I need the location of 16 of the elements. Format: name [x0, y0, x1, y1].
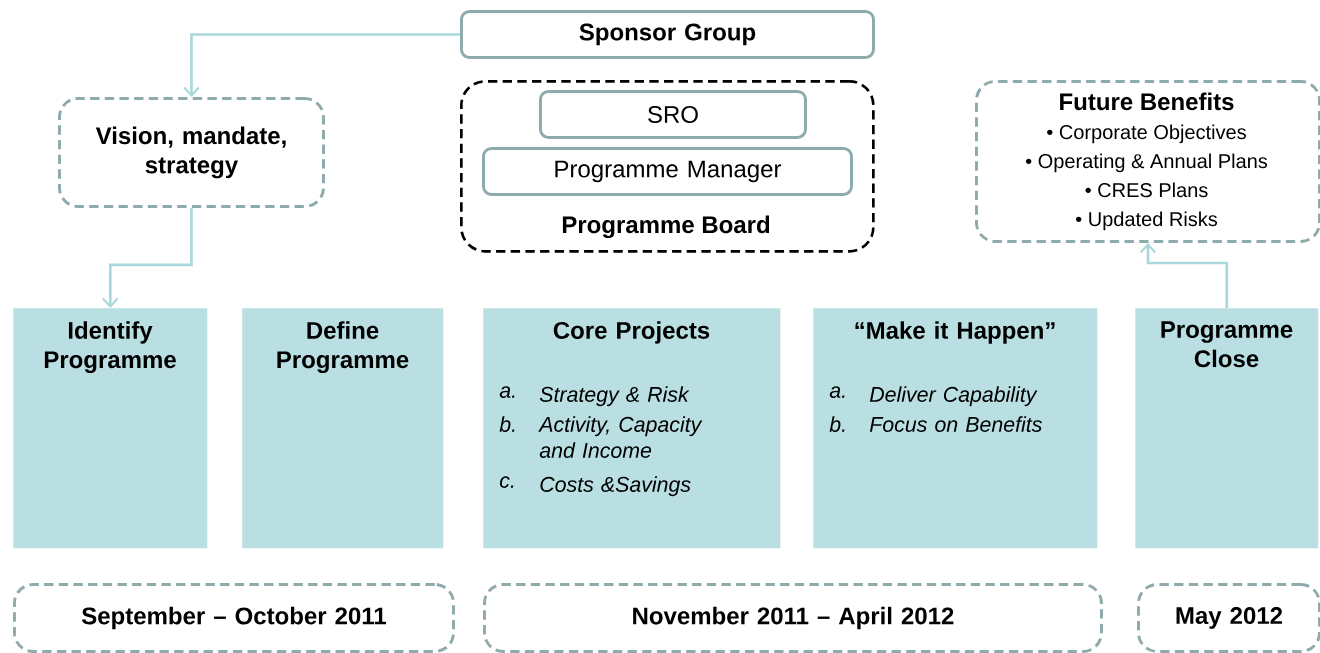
phase-box: Define Programme — [242, 308, 444, 549]
role-box: SRO — [539, 90, 807, 139]
input-box: Vision, mandate, strategy — [58, 97, 325, 208]
arrow — [183, 33, 460, 97]
date-box: November 2011 – April 2012 — [483, 583, 1103, 653]
date-box: May 2012 — [1137, 583, 1320, 653]
phase-box: Identify Programme — [13, 308, 208, 549]
date-box: September – October 2011 — [13, 583, 455, 653]
role-box: Programme Manager — [482, 147, 853, 196]
phase-box: “Make it Happen” a. Deliver Capability b. Focus on Benefits — [813, 308, 1098, 549]
phase-box: Core Projects a. Strategy & Risk b. Activity, Capacity and Income c. Costs &Savings — [483, 308, 781, 549]
benefits-box: Future Benefits • Corporate Objectives • Operating & Annual Plans • CRES Plans • Updated Risks — [975, 80, 1320, 243]
phase-box: Programme Close — [1135, 308, 1319, 549]
role-box: Sponsor Group — [460, 10, 875, 59]
arrow — [1139, 242, 1229, 308]
arrow — [102, 207, 193, 308]
